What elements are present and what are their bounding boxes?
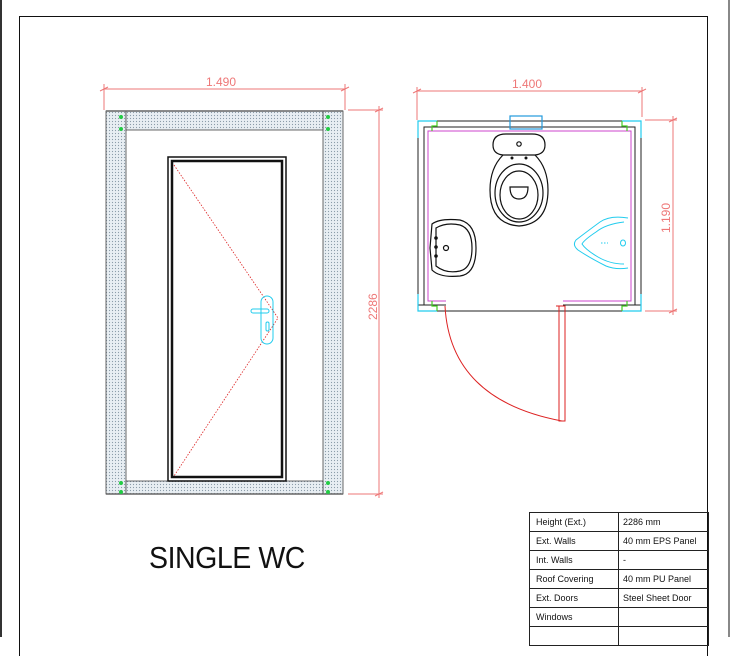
toilet-icon bbox=[489, 133, 549, 227]
front-elevation: 1.490 2286 bbox=[99, 75, 384, 498]
right-wall-panel bbox=[322, 110, 344, 495]
drawing-title: SINGLE WC bbox=[149, 540, 305, 575]
plan-depth-label: 1.190 bbox=[659, 203, 673, 233]
elevation-width-label: 1.490 bbox=[206, 75, 236, 89]
drawing-sheet-border bbox=[19, 16, 708, 656]
spec-row: Height (Ext.) 2286 mm bbox=[529, 512, 709, 532]
elevation-height-label: 2286 bbox=[366, 293, 380, 320]
spec-label: Roof Covering bbox=[529, 569, 619, 589]
spec-label: Ext. Doors bbox=[529, 588, 619, 608]
spec-value: - bbox=[618, 550, 709, 570]
washbasin-icon bbox=[429, 218, 477, 277]
viewer-right-edge bbox=[728, 0, 730, 637]
plan-width-dimension bbox=[412, 87, 647, 120]
spec-value bbox=[618, 607, 709, 627]
spec-row bbox=[529, 626, 709, 646]
floor-plan: 1.400 1.190 bbox=[412, 77, 678, 422]
plan-door-swing bbox=[444, 305, 566, 422]
drawing-canvas: 1.490 2286 bbox=[99, 75, 678, 498]
spec-value: Steel Sheet Door bbox=[618, 588, 709, 608]
spec-row: Ext. Walls 40 mm EPS Panel bbox=[529, 531, 709, 551]
roof-panel bbox=[125, 110, 324, 131]
spec-row: Ext. Doors Steel Sheet Door bbox=[529, 588, 709, 608]
specification-table: Height (Ext.) 2286 mm Ext. Walls 40 mm E… bbox=[529, 512, 709, 646]
corner-bolts bbox=[119, 115, 330, 494]
spec-value: 2286 mm bbox=[618, 512, 709, 532]
plan-door-opening bbox=[446, 296, 564, 314]
spec-row: Roof Covering 40 mm PU Panel bbox=[529, 569, 709, 589]
spec-label: Int. Walls bbox=[529, 550, 619, 570]
elevation-height-dimension bbox=[348, 106, 384, 498]
spec-row: Int. Walls - bbox=[529, 550, 709, 570]
ventilation-icon bbox=[509, 115, 543, 130]
floor-panel bbox=[125, 480, 324, 495]
door-handle-icon bbox=[250, 295, 274, 345]
spec-value: 40 mm EPS Panel bbox=[618, 531, 709, 551]
plan-depth-dimension bbox=[645, 116, 678, 315]
spec-label: Ext. Walls bbox=[529, 531, 619, 551]
spec-row: Windows bbox=[529, 607, 709, 627]
plan-width-label: 1.400 bbox=[512, 77, 542, 91]
spec-label: Height (Ext.) bbox=[529, 512, 619, 532]
spec-label: Windows bbox=[529, 607, 619, 627]
elevation-width-dimension bbox=[99, 84, 350, 110]
entrance-door bbox=[167, 156, 287, 482]
spec-value: 40 mm PU Panel bbox=[618, 569, 709, 589]
plan-corner-posts bbox=[417, 120, 642, 312]
plan-walls bbox=[417, 120, 642, 312]
urinal-icon bbox=[573, 216, 629, 270]
left-wall-panel bbox=[105, 110, 127, 495]
viewer-left-edge bbox=[0, 0, 2, 637]
